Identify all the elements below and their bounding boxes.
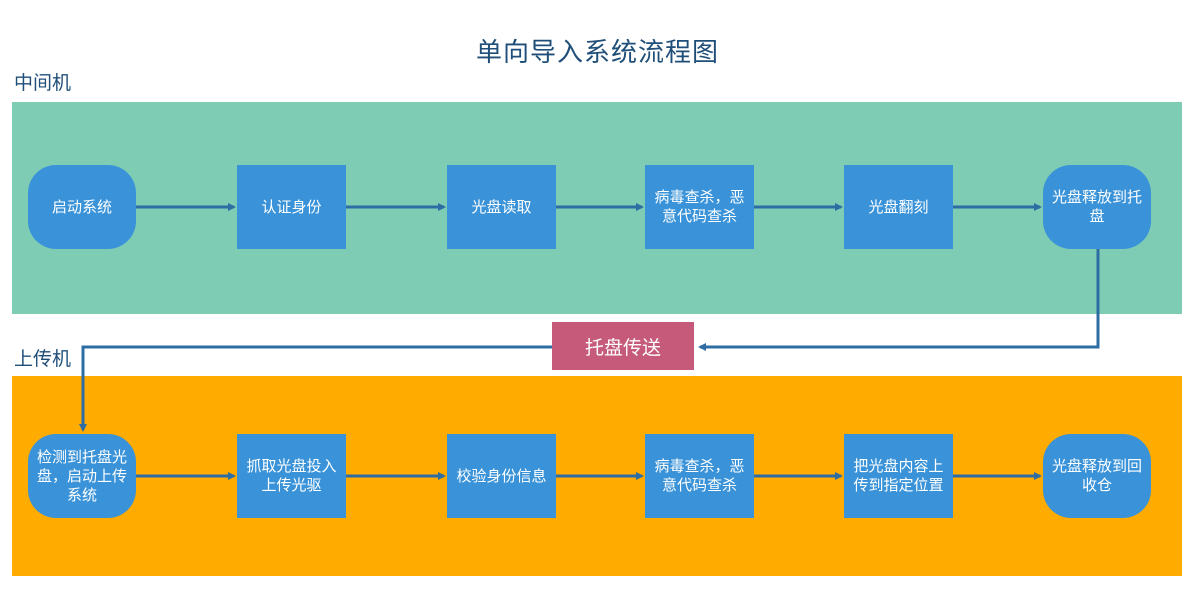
page-title: 单向导入系统流程图 <box>475 38 719 68</box>
arrow-from-transfer <box>79 345 552 432</box>
tray-transfer-box: 托盘传送 <box>552 322 694 370</box>
node-verify-identity: 校验身份信息 <box>447 434 556 518</box>
node-start-system: 启动系统 <box>28 165 136 249</box>
node-burn-disc: 光盘翻刻 <box>844 165 953 249</box>
node-release-to-bin: 光盘释放到回收仓 <box>1043 434 1151 518</box>
arrow-to-transfer <box>698 249 1100 351</box>
node-load-drive: 抓取光盘投入上传光驱 <box>237 434 346 518</box>
node-detect-disc: 检测到托盘光盘，启动上传系统 <box>28 434 136 518</box>
lane-label-bottom: 上传机 <box>14 348 72 370</box>
node-upload-content: 把光盘内容上传到指定位置 <box>844 434 953 518</box>
node-virus-scan-top: 病毒查杀，恶意代码查杀 <box>645 165 754 249</box>
lane-label-top: 中间机 <box>14 72 72 94</box>
node-release-to-tray: 光盘释放到托盘 <box>1043 165 1151 249</box>
node-authenticate: 认证身份 <box>237 165 346 249</box>
node-read-disc: 光盘读取 <box>447 165 556 249</box>
node-virus-scan-bottom: 病毒查杀，恶意代码查杀 <box>645 434 754 518</box>
